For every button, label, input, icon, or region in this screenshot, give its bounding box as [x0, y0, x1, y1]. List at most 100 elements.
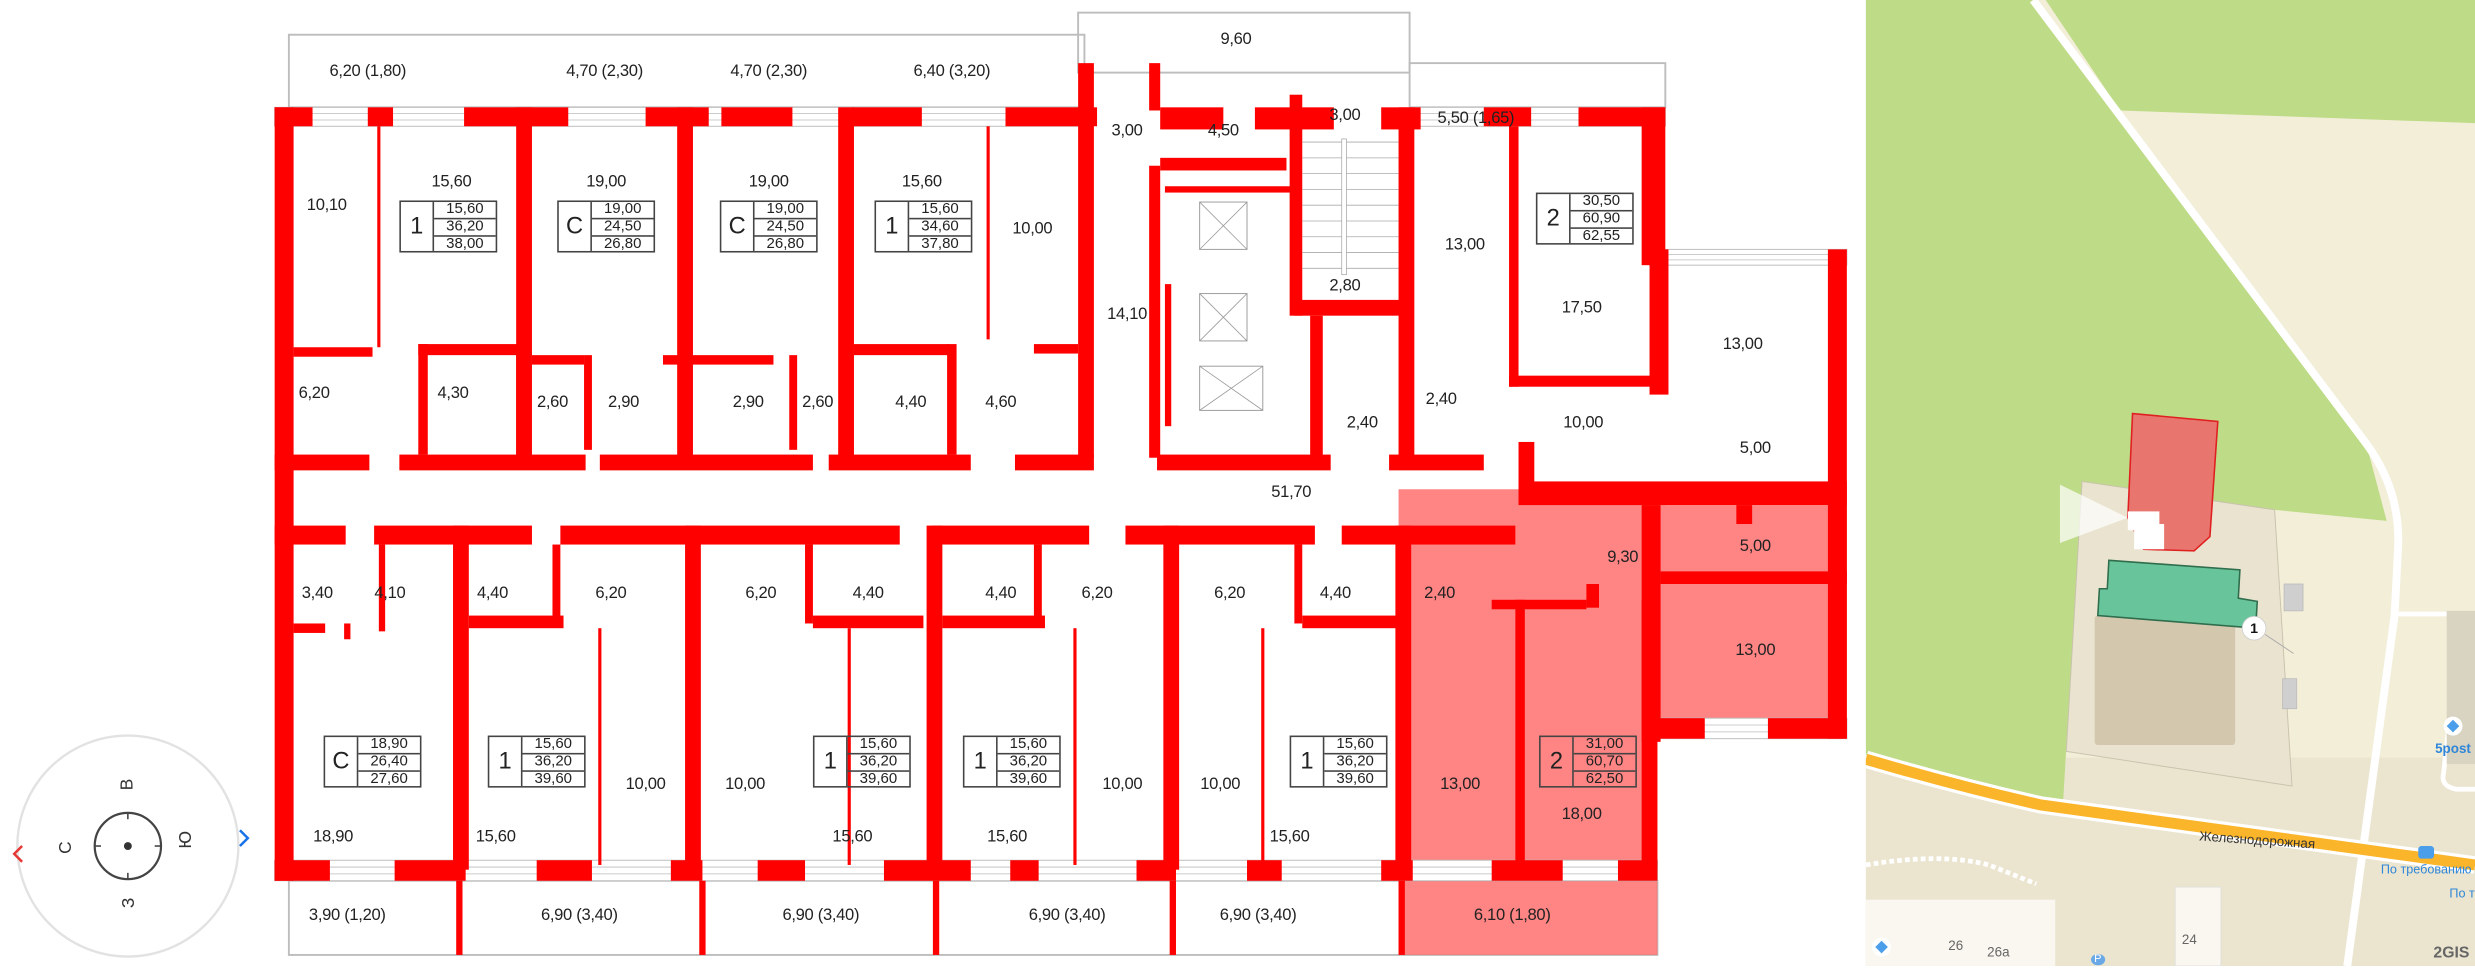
balcony-area-label: 4,70 (2,30) [730, 61, 808, 81]
wall [942, 615, 1045, 629]
room-area-label: 4,50 [1207, 121, 1239, 141]
room-area-label: 4,40 [895, 393, 927, 412]
balcony-area-label: 5,50 (1,65) [1437, 108, 1515, 128]
wall [789, 355, 798, 450]
living-area: 31,00 [1573, 736, 1636, 755]
wall [1483, 107, 1532, 127]
building-marker[interactable] [2241, 615, 2267, 641]
apartment-info-box[interactable]: С 18,90 26,40 27,60 [323, 735, 422, 788]
apartment-type: 1 [876, 202, 910, 251]
wall [1073, 628, 1077, 865]
wall [1617, 860, 1658, 881]
apartment-info-box[interactable]: 1 15,60 36,20 39,60 [487, 735, 586, 788]
living-area: 15,60 [434, 201, 496, 220]
apartment-info-box[interactable]: С 19,00 24,50 26,80 [719, 200, 818, 253]
room-area-label: 51,70 [1271, 482, 1312, 502]
apartment-info-box-selected[interactable]: 2 31,00 60,70 62,50 [1539, 735, 1637, 788]
apartment-type: С [325, 737, 359, 787]
total-area-with-balcony: 26,80 [766, 235, 805, 253]
total-area: 60,90 [1570, 211, 1633, 229]
wall [685, 525, 701, 870]
wall [932, 880, 940, 955]
room-area-label: 10,10 [306, 195, 347, 215]
room-area-label: 9,30 [1607, 547, 1639, 567]
total-area: 26,40 [358, 754, 420, 772]
room-area-label: 10,00 [1563, 413, 1604, 433]
wall [599, 454, 813, 471]
bus-stop-label-2[interactable]: По тр [2449, 886, 2475, 901]
room-area-label: 4,10 [374, 584, 406, 603]
total-area-with-balcony: 39,60 [534, 770, 573, 788]
total-area: 24,50 [754, 219, 817, 237]
wall [1395, 525, 1412, 870]
compass-label-right: Ю [176, 830, 196, 849]
apartment-info-box[interactable]: 2 30,50 60,90 62,55 [1535, 192, 1634, 245]
living-area: 19,00 [591, 201, 654, 220]
park-area [1865, 0, 2387, 802]
room-area-label: 5,00 [1739, 536, 1771, 556]
wall [293, 347, 373, 357]
room-area-label: 6,20 [1081, 584, 1113, 603]
wall [1398, 880, 1405, 955]
wall [399, 454, 586, 471]
apartment-type: 1 [815, 737, 848, 787]
total-area: 60,70 [1573, 754, 1636, 772]
bus-stop-icon[interactable] [2418, 846, 2435, 859]
living-area: 15,60 [522, 736, 585, 755]
balcony-area-label: 6,10 (1,80) [1473, 906, 1551, 925]
building-east [2446, 610, 2475, 764]
location-map[interactable] [1865, 0, 2475, 966]
wall [828, 454, 971, 471]
wall [1518, 441, 1535, 490]
wall [699, 880, 706, 955]
selected-building-section [2134, 524, 2165, 550]
room-area-label: 10,00 [1200, 774, 1241, 794]
room-area-label: 2,60 [802, 393, 834, 412]
wall [1164, 186, 1292, 193]
total-area-with-balcony: 38,00 [446, 235, 484, 253]
balcony-outline [1077, 11, 1411, 74]
wall [377, 126, 381, 348]
bus-stop-label[interactable]: По требованию [2380, 862, 2472, 877]
wall [468, 615, 564, 629]
apartment-info-box[interactable]: С 19,00 24,50 26,80 [557, 200, 656, 253]
total-area-with-balcony: 37,80 [921, 235, 959, 253]
wall [394, 860, 466, 881]
total-area: 36,20 [522, 754, 585, 772]
wall [1310, 315, 1323, 458]
apartment-info-box[interactable]: 1 15,60 36,20 38,00 [399, 200, 498, 253]
park-area-north [2045, 0, 2475, 124]
wall [293, 623, 326, 633]
wall [1033, 544, 1042, 624]
small-structure [2282, 678, 2298, 710]
room-area-label: 4,40 [1319, 584, 1351, 603]
room-area-label: 4,60 [985, 393, 1017, 412]
poi-label[interactable]: 5post [2435, 740, 2471, 757]
wall [1125, 525, 1315, 545]
wall [1014, 454, 1094, 471]
wall [1294, 544, 1303, 624]
wall [1149, 63, 1161, 111]
rotate-right-arrow-icon[interactable] [239, 829, 250, 847]
wall [1509, 375, 1652, 387]
compass-control[interactable] [0, 712, 262, 980]
wall [1169, 880, 1176, 955]
total-area: 36,20 [1324, 754, 1386, 772]
room-area-label: 4,30 [437, 383, 469, 403]
apartment-info-box[interactable]: 1 15,60 34,60 37,80 [874, 200, 973, 253]
apartment-info-box[interactable]: 1 15,60 36,20 39,60 [962, 735, 1061, 788]
living-area: 15,60 [1324, 736, 1386, 755]
apartment-info-box[interactable]: 1 15,60 36,20 39,60 [812, 735, 911, 788]
wall [947, 344, 957, 455]
room-area-label: 2,90 [608, 393, 640, 412]
room-area-label: 19,00 [586, 172, 627, 191]
compass-label-bottom: З [119, 897, 139, 909]
wall [757, 860, 806, 881]
wall [274, 860, 330, 881]
total-area-with-balcony: 26,80 [603, 235, 642, 253]
room-area-label: 13,00 [1444, 235, 1485, 255]
total-area: 36,20 [847, 754, 910, 772]
wall [584, 355, 592, 450]
apartment-info-box[interactable]: 1 15,60 36,20 39,60 [1289, 735, 1388, 788]
rotate-left-arrow-icon[interactable] [12, 845, 23, 863]
